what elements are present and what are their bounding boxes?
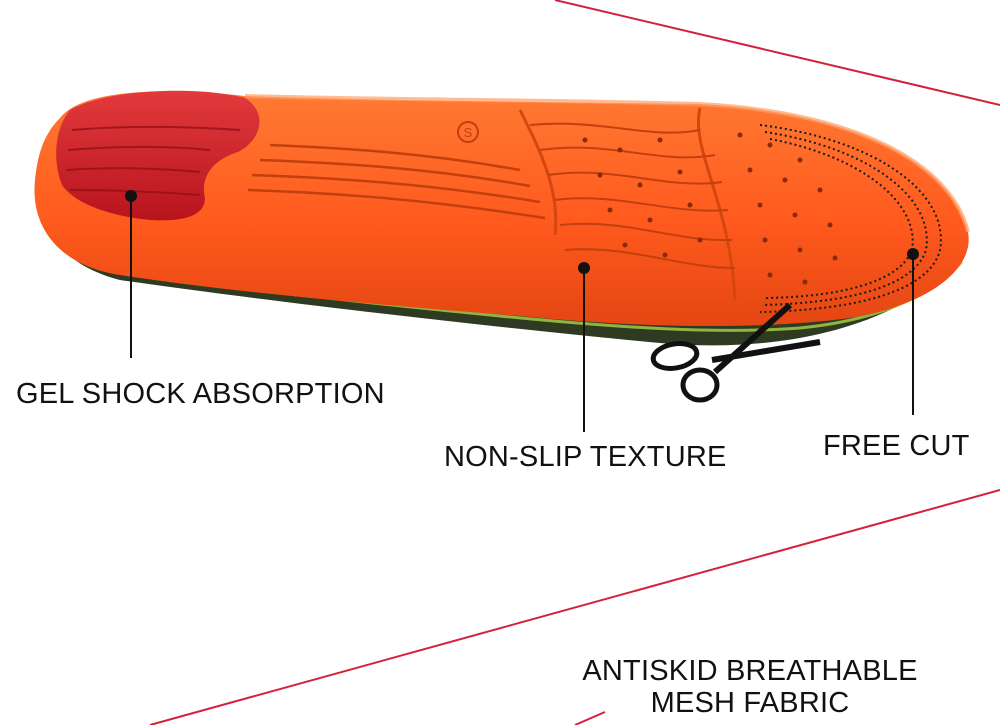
accent-line-bottom: [149, 489, 1000, 725]
callout-gel: [125, 190, 137, 358]
gel-pad-ridges: [65, 126, 241, 196]
non-slip-texture-label: NON-SLIP TEXTURE: [444, 441, 727, 473]
arch-grooves: [247, 143, 546, 220]
mesh-fabric-label-line-2: MESH FABRIC: [650, 687, 850, 719]
mesh-fabric-label-line-1: ANTISKID BREATHABLE: [582, 655, 918, 687]
accent-line-top: [554, 0, 1000, 106]
accent-line-short: [574, 711, 606, 725]
ventilation-holes: [582, 132, 838, 285]
gel-heel-pad: [56, 90, 260, 221]
gel-shock-absorption-label: GEL SHOCK ABSORPTION: [16, 378, 385, 410]
free-cut-label: FREE CUT: [823, 430, 970, 462]
mesh-fabric-label: ANTISKID BREATHABLE MESH FABRIC: [560, 655, 940, 719]
insole-body: [34, 91, 969, 327]
insole-rim: [244, 94, 970, 233]
forefoot-wave-lines: [529, 122, 736, 269]
size-s-mark-icon: S: [457, 121, 479, 143]
callout-nonslip: [578, 262, 590, 432]
callout-freecut: [907, 248, 919, 415]
scissors-icon: [650, 302, 821, 403]
svg-text:S: S: [464, 125, 473, 140]
